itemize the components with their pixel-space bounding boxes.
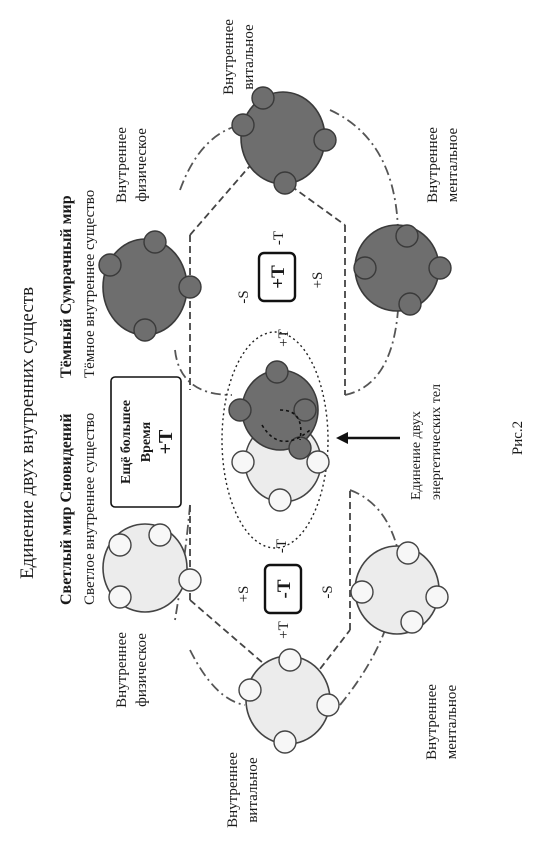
union-label-line2: энергетических тел bbox=[429, 384, 444, 500]
union-group bbox=[221, 331, 330, 549]
union-label-line1: Единение двух bbox=[409, 411, 424, 500]
light-physical-label-2: физическое bbox=[134, 633, 150, 707]
light-sign-plus-s: +S bbox=[236, 586, 252, 603]
dark-physical-label-2: физическое bbox=[134, 128, 150, 202]
dark-vital-body bbox=[231, 86, 337, 195]
light-center-box: -T bbox=[263, 563, 303, 615]
union-arrow bbox=[336, 432, 400, 444]
light-physical-label-1: Внутреннее bbox=[114, 632, 130, 708]
light-sign-minus-t: -T bbox=[274, 539, 290, 553]
dark-sign-minus-s: -S bbox=[236, 290, 252, 303]
dark-mental-label-2: ментальное bbox=[445, 127, 461, 202]
light-sign-plus-t: +T bbox=[276, 621, 292, 639]
time-box: Ещё большее Время +T bbox=[110, 376, 182, 508]
time-box-line3: +T bbox=[155, 429, 177, 454]
light-mental-label-1: Внутреннее bbox=[424, 684, 440, 760]
dark-physical-label-1: Внутреннее bbox=[114, 127, 130, 203]
dark-mental-label-1: Внутреннее bbox=[425, 127, 441, 203]
light-vital-body bbox=[238, 648, 340, 754]
figure-caption: Рис.2 bbox=[510, 421, 526, 455]
time-box-line2: Время bbox=[139, 421, 154, 462]
dark-world-heading: Тёмный Сумрачный мир bbox=[58, 195, 75, 378]
light-vital-label-1: Внутреннее bbox=[225, 752, 241, 828]
dark-center-box: +T bbox=[257, 251, 297, 303]
dark-world-subheading: Тёмное внутреннее существо bbox=[82, 190, 98, 378]
light-world-subheading: Светлое внутреннее существо bbox=[82, 413, 98, 605]
diagram-title: Единение двух внутренних существ bbox=[17, 287, 38, 579]
dark-mental-body bbox=[353, 224, 452, 316]
dark-center-symbol: +T bbox=[268, 265, 289, 289]
dark-vital-label-1: Внутреннее bbox=[221, 19, 237, 95]
dark-vital-label-2: витальное bbox=[241, 24, 257, 90]
light-center-symbol: -T bbox=[274, 579, 295, 598]
dark-sign-plus-s: +S bbox=[310, 272, 326, 289]
dark-sign-plus-t: +T bbox=[276, 329, 292, 347]
light-vital-label-2: витальное bbox=[245, 757, 261, 823]
light-mental-label-2: ментальное bbox=[444, 684, 460, 759]
light-sign-minus-s: -S bbox=[320, 585, 336, 598]
dark-sign-minus-t: -T bbox=[271, 231, 287, 245]
light-mental-body bbox=[350, 541, 449, 635]
time-box-line1: Ещё большее bbox=[119, 400, 134, 484]
light-physical-body bbox=[102, 523, 202, 613]
light-world-heading: Светлый мир Сновидений bbox=[58, 413, 75, 605]
dark-physical-body bbox=[98, 230, 202, 342]
